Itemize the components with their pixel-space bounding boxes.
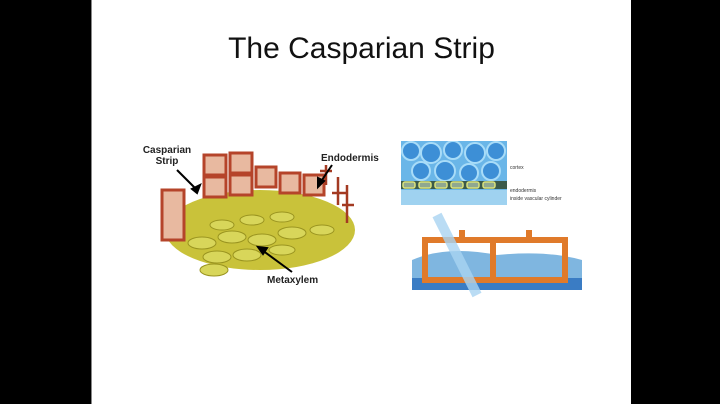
cortex-label: cortex [510,165,524,171]
metaxylem-label: Metaxylem [267,275,319,286]
root-cross-section-diagram [160,151,355,277]
slide: The Casparian Strip Casparian St [91,0,631,404]
micrograph-image [401,141,507,205]
casparian-label-line2: Strip [155,156,179,167]
casparian-strip-3d-diagram [412,212,582,298]
endodermis-small-label: endodermis [510,188,537,194]
endodermis-label: Endodermis [321,153,379,164]
casparian-strip-label: Casparian Strip [142,145,192,167]
slide-title: The Casparian Strip [228,32,495,65]
casparian-label-line1: Casparian [142,145,192,156]
vascular-cylinder-label: inside vascular cylinder [510,196,562,202]
